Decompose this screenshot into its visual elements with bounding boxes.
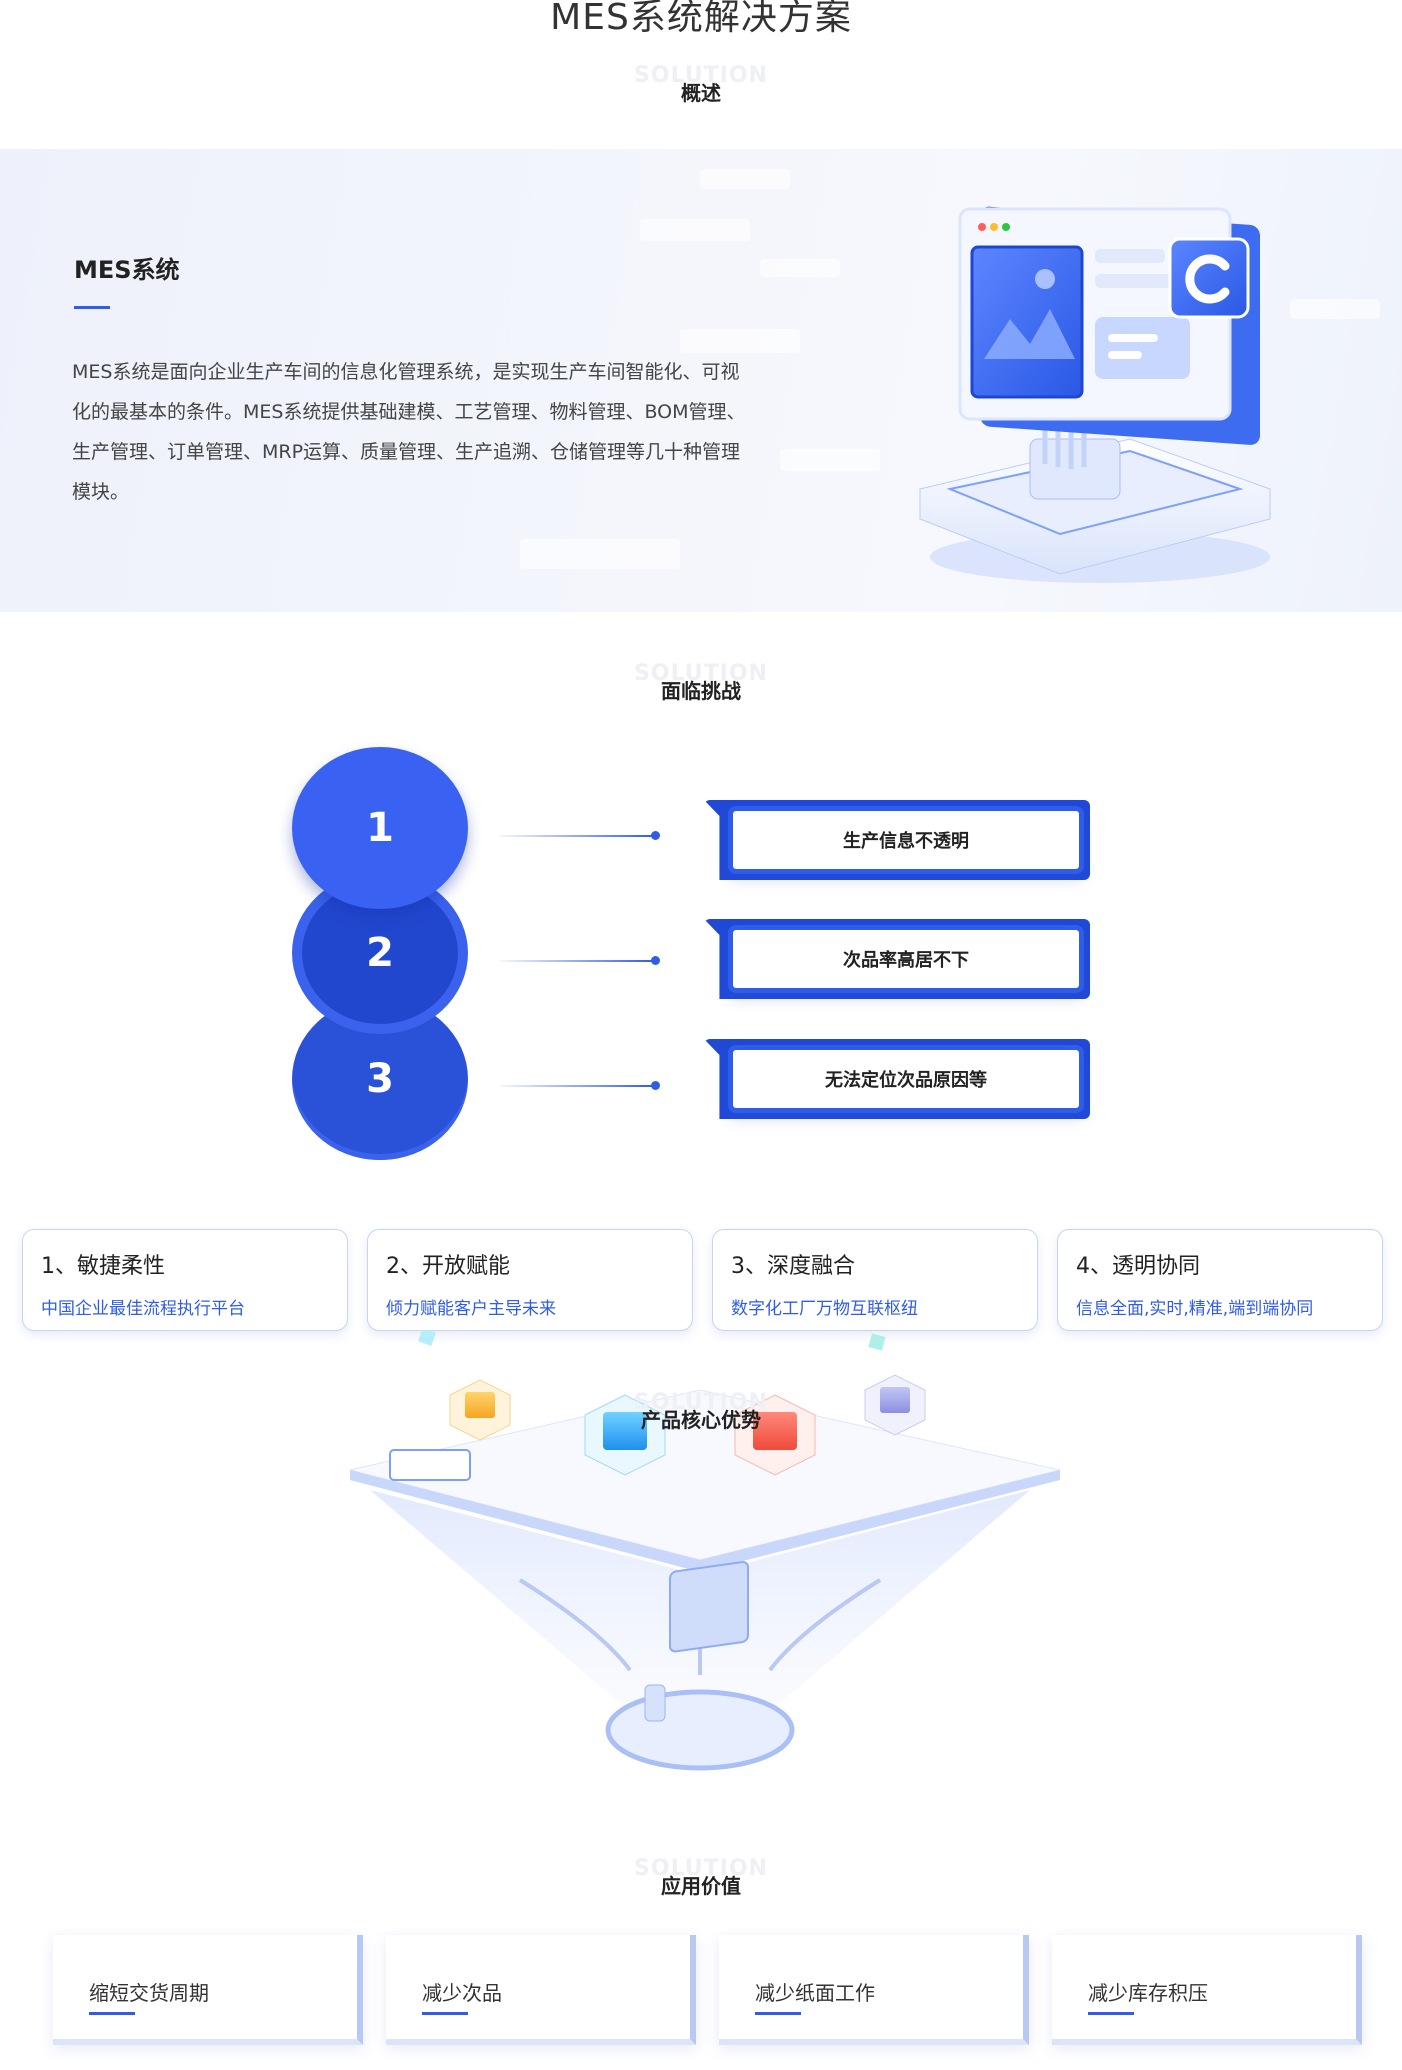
value-underline bbox=[89, 2012, 135, 2015]
overview-band: MES系统 MES系统是面向企业生产车间的信息化管理系统，是实现生产车间智能化、… bbox=[0, 149, 1402, 612]
decor-tile bbox=[760, 259, 840, 277]
decor-tile bbox=[780, 449, 880, 471]
value-label: 减少库存积压 bbox=[1088, 1981, 1208, 2005]
connector-line bbox=[500, 835, 655, 837]
advantage-title: 4、透明协同 bbox=[1076, 1254, 1200, 1279]
advantage-subtitle: 数字化工厂万物互联枢纽 bbox=[731, 1299, 918, 1319]
connector-dot bbox=[651, 831, 660, 840]
connector-dot bbox=[651, 956, 660, 965]
advantage-card-2: 2、开放赋能 倾力赋能客户主导未来 bbox=[367, 1229, 693, 1331]
challenge-box-2: 次品率高居不下 bbox=[704, 919, 1090, 999]
value-underline bbox=[1088, 2012, 1134, 2015]
advantage-title: 3、深度融合 bbox=[731, 1254, 855, 1279]
section-ghost-text: SOLUTION bbox=[634, 661, 768, 686]
challenge-box-3: 无法定位次品原因等 bbox=[704, 1039, 1090, 1119]
value-card-4: 减少库存积压 bbox=[1052, 1935, 1362, 2045]
challenge-box-1: 生产信息不透明 bbox=[704, 800, 1090, 880]
value-underline bbox=[755, 2012, 801, 2015]
cube-yellow bbox=[449, 1379, 511, 1441]
section-title-challenges: 面临挑战 bbox=[661, 679, 741, 703]
advantage-title: 1、敏捷柔性 bbox=[41, 1254, 165, 1279]
computer-illustration bbox=[919, 206, 1271, 583]
connector-line bbox=[500, 960, 655, 962]
connector-dot bbox=[651, 1081, 660, 1090]
value-card-3: 减少纸面工作 bbox=[719, 1935, 1029, 2045]
connector-line bbox=[500, 1085, 655, 1087]
value-card-2: 减少次品 bbox=[386, 1935, 696, 2045]
section-title-overview: 概述 bbox=[681, 81, 721, 105]
challenge-circle-1: 1 bbox=[292, 747, 468, 909]
advantage-illustration bbox=[349, 1330, 1061, 1771]
overview-description: MES系统是面向企业生产车间的信息化管理系统，是实现生产车间智能化、可视化的最基… bbox=[72, 361, 746, 503]
cube-blue bbox=[584, 1394, 666, 1476]
advantage-title: 2、开放赋能 bbox=[386, 1254, 510, 1279]
section-header-overview: SOLUTION 概述 bbox=[0, 63, 1402, 113]
decor-tile bbox=[680, 329, 800, 353]
section-title-advantages: 产品核心优势 bbox=[641, 1408, 761, 1432]
challenge-label: 生产信息不透明 bbox=[728, 806, 1084, 874]
section-header-advantages: SOLUTION 产品核心优势 bbox=[0, 1390, 1402, 1440]
section-ghost-text: SOLUTION bbox=[634, 1390, 768, 1415]
value-card-1: 缩短交货周期 bbox=[53, 1935, 363, 2045]
advantage-subtitle: 信息全面,实时,精准,端到端协同 bbox=[1076, 1299, 1314, 1319]
value-underline bbox=[422, 2012, 468, 2015]
section-header-challenges: SOLUTION 面临挑战 bbox=[0, 661, 1402, 711]
section-header-value: SOLUTION 应用价值 bbox=[0, 1856, 1402, 1906]
value-label: 减少纸面工作 bbox=[755, 1981, 875, 2005]
challenge-number: 1 bbox=[366, 805, 394, 851]
challenge-label: 次品率高居不下 bbox=[728, 925, 1084, 993]
cube-purple bbox=[864, 1374, 926, 1436]
decor-tile bbox=[520, 539, 680, 569]
challenge-number: 3 bbox=[366, 1056, 394, 1102]
advantage-card-1: 1、敏捷柔性 中国企业最佳流程执行平台 bbox=[22, 1229, 348, 1331]
advantage-subtitle: 倾力赋能客户主导未来 bbox=[386, 1299, 556, 1319]
decor-tile bbox=[700, 169, 790, 189]
section-title-value: 应用价值 bbox=[661, 1874, 741, 1898]
overview-heading: MES系统 bbox=[74, 256, 180, 284]
section-ghost-text: SOLUTION bbox=[634, 1856, 768, 1881]
value-label: 缩短交货周期 bbox=[89, 1981, 209, 2005]
challenge-number: 2 bbox=[366, 930, 394, 976]
advantage-card-3: 3、深度融合 数字化工厂万物互联枢纽 bbox=[712, 1229, 1038, 1331]
section-ghost-text: SOLUTION bbox=[634, 63, 768, 88]
decor-tile bbox=[640, 219, 750, 241]
decor-tile bbox=[1290, 299, 1380, 319]
challenge-label: 无法定位次品原因等 bbox=[728, 1045, 1084, 1113]
advantage-subtitle: 中国企业最佳流程执行平台 bbox=[41, 1299, 245, 1319]
overview-underline bbox=[74, 306, 110, 309]
cube-red bbox=[734, 1394, 816, 1476]
page-title: MES系统解决方案 bbox=[550, 0, 852, 38]
advantage-card-4: 4、透明协同 信息全面,实时,精准,端到端协同 bbox=[1057, 1229, 1383, 1331]
value-label: 减少次品 bbox=[422, 1981, 502, 2005]
